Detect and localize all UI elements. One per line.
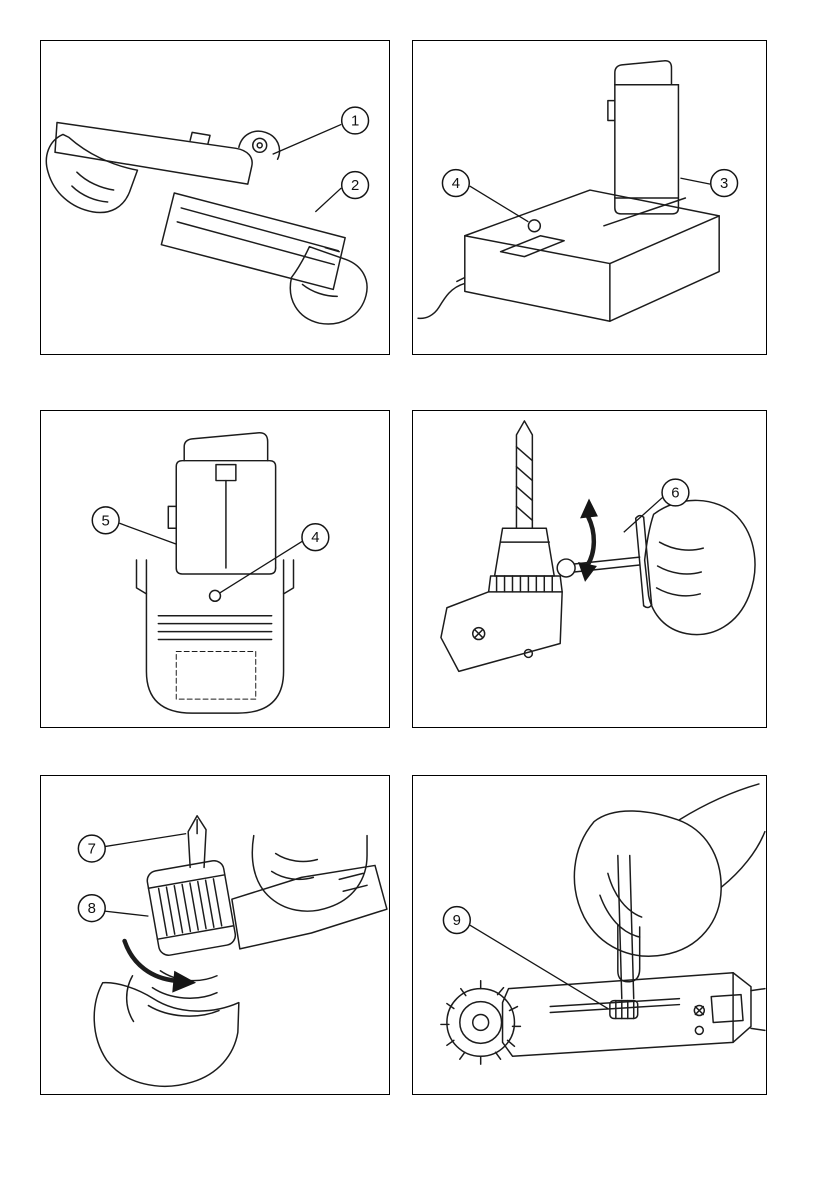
figure-panel-chuck-key: 6	[412, 410, 767, 728]
figure-panel-keyless-chuck: 7 8	[40, 775, 390, 1095]
figure-panel-bit-holder: 9	[412, 775, 767, 1095]
callout-4b-leader	[219, 540, 303, 594]
chuck-key-drawing	[440, 420, 756, 673]
callout-4b-number: 4	[311, 530, 319, 546]
callout-4: 4	[441, 168, 529, 223]
callout-7-circle	[77, 834, 106, 863]
callout-1: 1	[272, 106, 370, 155]
callout-9: 9	[442, 905, 609, 1010]
callout-5-number: 5	[102, 513, 110, 529]
callout-2-leader	[314, 187, 342, 213]
callout-4-leader	[469, 185, 529, 223]
callout-6: 6	[623, 478, 690, 533]
callout-2: 2	[314, 170, 370, 213]
callout-3-number: 3	[720, 176, 728, 192]
callout-8-number: 8	[88, 901, 96, 917]
bit-holder-illustration: 9	[440, 783, 766, 1065]
battery-insertion-illustration: 5 4	[91, 432, 330, 714]
callout-3: 3	[680, 168, 739, 198]
callout-7-number: 7	[88, 842, 96, 858]
battery-removal-illustration: 1 2	[45, 106, 370, 325]
figure-panel-battery-removal: 1 2	[40, 40, 390, 355]
figure-panel-charger: 4 3	[412, 40, 767, 355]
drill-and-battery-drawing	[45, 121, 368, 325]
callout-3-leader	[680, 177, 711, 185]
callout-8-leader	[104, 910, 149, 917]
keyless-chuck-drawing	[93, 815, 388, 1087]
callout-5: 5	[91, 506, 177, 545]
rotation-arrow	[578, 498, 598, 582]
charger-and-battery-drawing	[417, 60, 720, 322]
callout-1-circle	[340, 106, 370, 135]
callout-4b-circle	[301, 523, 330, 552]
callout-6-circle	[661, 478, 690, 507]
callout-5-circle	[91, 506, 120, 535]
callout-6-number: 6	[671, 485, 679, 501]
tighten-arrow	[122, 938, 197, 993]
callout-4-circle	[441, 168, 471, 198]
callout-8-circle	[77, 894, 106, 923]
callout-9-circle	[442, 905, 471, 935]
callout-1-number: 1	[351, 113, 359, 129]
callout-2-circle	[340, 170, 370, 200]
callout-7: 7	[77, 832, 187, 863]
keyless-chuck-illustration: 7 8	[77, 815, 388, 1087]
callout-5-leader	[119, 522, 177, 545]
callout-2-number: 2	[351, 178, 359, 194]
bit-holder-drawing	[440, 783, 766, 1065]
callout-8: 8	[77, 894, 149, 923]
callout-6-leader	[623, 496, 663, 533]
callout-7-leader	[104, 832, 187, 848]
charger-illustration: 4 3	[417, 60, 739, 322]
callout-9-number: 9	[453, 913, 461, 929]
callout-4b: 4	[219, 523, 330, 594]
callout-1-leader	[272, 123, 342, 155]
callout-3-circle	[709, 168, 739, 198]
chuck-key-illustration: 6	[440, 420, 756, 673]
callout-4-number: 4	[452, 176, 460, 192]
handle-top-view-drawing	[135, 432, 295, 714]
callout-9-leader	[469, 924, 609, 1010]
figure-panel-battery-insertion: 5 4	[40, 410, 390, 728]
